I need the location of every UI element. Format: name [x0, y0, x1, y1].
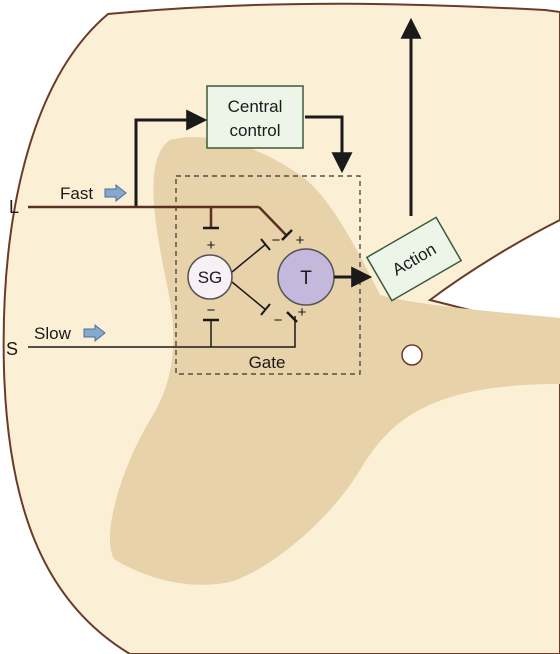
sg-label: SG	[198, 268, 223, 287]
sg-to-t-upper	[231, 243, 267, 273]
fiber-s	[28, 316, 296, 348]
minus-t-top: −	[272, 232, 281, 249]
fiber-l-to-t	[258, 206, 288, 237]
sg-to-t-upper-bar	[260, 238, 271, 251]
grey-matter	[109, 137, 560, 585]
slow-label: Slow	[34, 324, 72, 343]
fast-to-control-arrow	[134, 109, 208, 206]
minus-t-bottom: −	[274, 312, 283, 329]
slow-arrow-icon	[83, 323, 106, 343]
central-canal	[401, 344, 423, 366]
minus-sg-bottom: −	[207, 302, 216, 319]
gate-label: Gate	[249, 353, 286, 372]
fast-arrow-icon	[104, 183, 127, 203]
sg-to-t-lower-bar	[260, 303, 271, 316]
t-label: T	[300, 268, 312, 289]
plus-t-bottom: +	[298, 304, 307, 321]
action-box	[365, 216, 463, 302]
central-control-box	[206, 85, 304, 149]
plus-t-top: +	[296, 232, 305, 249]
control-to-gate-arrow	[305, 115, 353, 174]
sg-circle	[187, 254, 233, 300]
s-label: S	[6, 339, 18, 359]
l-label: L	[9, 197, 19, 217]
central-control-label-1: Central	[228, 97, 283, 116]
fast-label: Fast	[60, 184, 93, 203]
fiber-l-synapse	[281, 229, 293, 241]
sg-to-t-lower	[231, 281, 267, 311]
plus-sg-top: +	[207, 237, 216, 254]
central-control-label-2: control	[229, 121, 280, 140]
fiber-s-synapse	[286, 311, 298, 323]
